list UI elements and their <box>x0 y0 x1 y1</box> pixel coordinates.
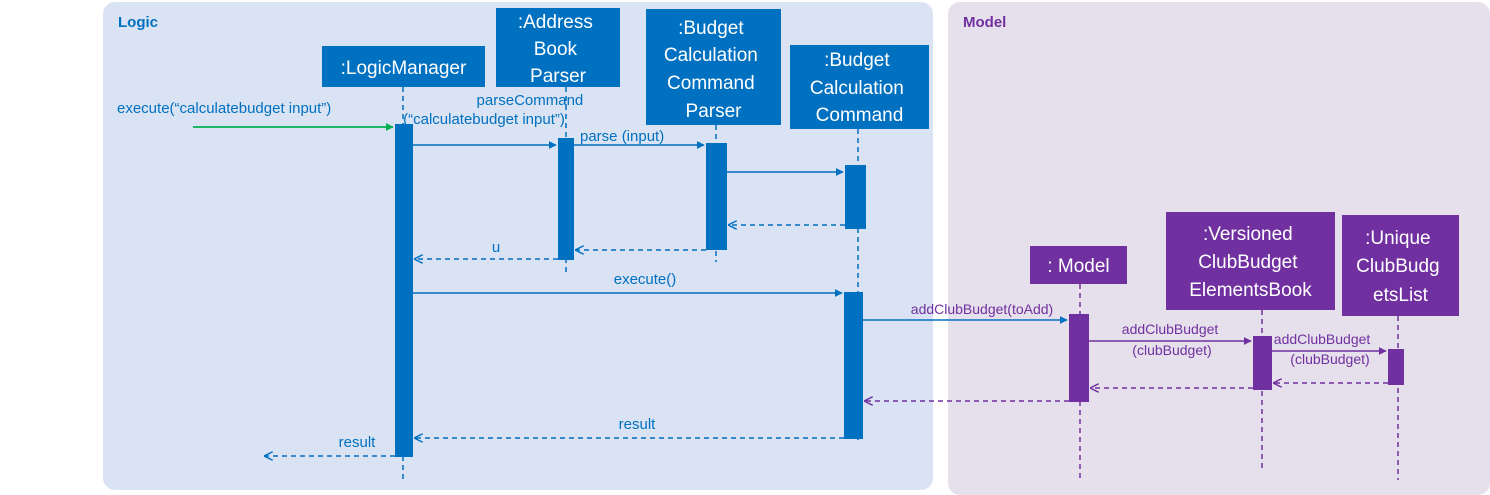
participant-address-book-parser <box>496 8 620 87</box>
participant-budget-calc-command-parser-label: :Budget Calculation Command Parser <box>664 18 763 122</box>
activation-address-book-parser <box>558 138 574 260</box>
participant-model-label: : Model <box>1047 256 1109 277</box>
participant-unique-list <box>1342 215 1459 316</box>
message-add-club-budget-1-label: addClubBudget (clubBudget) <box>1122 321 1222 358</box>
participant-unique-list-label: :Unique ClubBudg etsList <box>1356 228 1445 306</box>
activation-model <box>1069 314 1089 402</box>
message-return-u-label: u <box>492 239 500 256</box>
activation-versioned-book <box>1253 336 1272 390</box>
participant-address-book-parser-label: :Address Book Parser <box>518 12 598 87</box>
activation-budget-calc-command-2 <box>844 292 863 439</box>
message-return-result-outer-label: result <box>339 434 377 451</box>
model-region-title: Model <box>963 14 1006 31</box>
participant-budget-calc-command <box>790 45 929 129</box>
participant-budget-calc-command-label: :Budget Calculation Command <box>810 50 909 126</box>
participant-model <box>1030 246 1127 284</box>
message-add-club-budget-to-add-label: addClubBudget(toAdd) <box>911 301 1053 317</box>
message-return-result-inner-label: result <box>619 416 657 433</box>
participant-logic-manager-label: :LogicManager <box>341 58 467 79</box>
activation-budget-calc-command-1 <box>845 165 866 229</box>
message-execute-input-label: execute(“calculatebudget input”) <box>117 100 331 117</box>
participant-versioned-book-label: :Versioned ClubBudget ElementsBook <box>1189 224 1312 301</box>
activation-logic-manager <box>395 124 413 457</box>
participant-budget-calc-command-parser <box>646 9 781 125</box>
message-execute-label: execute() <box>614 271 677 288</box>
activation-budget-calc-command-parser <box>706 143 727 250</box>
message-parse-command-label: parseCommand (“calculatebudget input”) <box>403 92 587 128</box>
message-add-club-budget-2-label: addClubBudget (clubBudget) <box>1274 331 1374 367</box>
activation-unique-list <box>1388 349 1404 385</box>
participant-logic-manager <box>322 46 485 87</box>
participant-versioned-book <box>1166 212 1335 310</box>
logic-region-title: Logic <box>118 14 158 31</box>
message-parse-input-label: parse (input) <box>580 128 664 145</box>
